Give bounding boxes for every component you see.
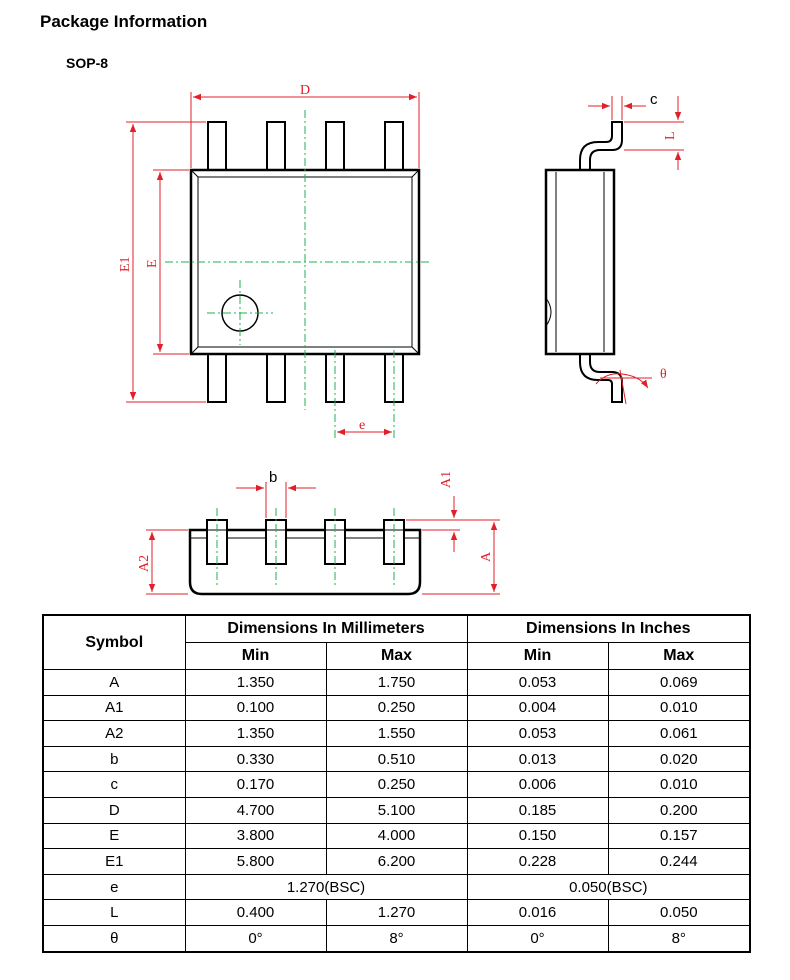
cell-mm-max: 1.270 xyxy=(325,899,468,926)
label-e: e xyxy=(359,418,365,433)
cell-symbol: b xyxy=(42,745,186,773)
package-drawing: D E1 E e c xyxy=(118,83,684,596)
front-view: b A1 A A2 xyxy=(137,469,500,596)
cell-mm-max: 6.200 xyxy=(325,848,468,875)
table-row: b 0.330 0.510 0.013 0.020 xyxy=(42,745,751,773)
package-name: SOP-8 xyxy=(66,55,109,71)
cell-mm-bsc: 1.270(BSC) xyxy=(184,873,468,901)
cell-in-min: 0.016 xyxy=(466,899,609,926)
cell-in-min: 0.053 xyxy=(466,669,609,696)
cell-in-max: 0.050 xyxy=(607,899,751,926)
table-row: c 0.170 0.250 0.006 0.010 xyxy=(42,771,751,798)
cell-symbol: E1 xyxy=(42,848,186,875)
cell-in-max: 8° xyxy=(607,924,751,953)
label-b: b xyxy=(269,469,277,486)
cell-in-min: 0.228 xyxy=(466,848,609,875)
cell-in-max: 0.020 xyxy=(607,745,751,773)
cell-in-max: 0.200 xyxy=(607,796,751,824)
table-row: E 3.800 4.000 0.150 0.157 xyxy=(42,822,751,850)
cell-symbol: e xyxy=(42,873,186,901)
table-row: A1 0.100 0.250 0.004 0.010 xyxy=(42,694,751,722)
label-E1: E1 xyxy=(118,256,133,272)
label-A: A xyxy=(479,551,494,562)
cell-mm-max: 0.510 xyxy=(325,745,468,773)
cell-mm-min: 0.100 xyxy=(184,694,327,722)
header-in-min: Min xyxy=(466,642,609,670)
cell-mm-min: 0.400 xyxy=(184,899,327,926)
cell-mm-max: 0.250 xyxy=(325,771,468,798)
cell-symbol: θ xyxy=(42,924,186,953)
header-mm: Dimensions In Millimeters xyxy=(184,614,468,643)
cell-mm-max: 5.100 xyxy=(325,796,468,824)
cell-in-max: 0.069 xyxy=(607,669,751,696)
cell-mm-min: 1.350 xyxy=(184,720,327,747)
header-mm-max: Max xyxy=(325,642,468,670)
cell-symbol: A xyxy=(42,669,186,696)
top-view: D E1 E e xyxy=(118,83,432,440)
table-row: θ 0° 8° 0° 8° xyxy=(42,924,751,953)
cell-mm-min: 0° xyxy=(184,924,327,953)
table-row: D 4.700 5.100 0.185 0.200 xyxy=(42,796,751,824)
cell-mm-max: 1.750 xyxy=(325,669,468,696)
label-A2: A2 xyxy=(137,555,152,572)
header-mm-min: Min xyxy=(184,642,327,670)
table-row: A2 1.350 1.550 0.053 0.061 xyxy=(42,720,751,747)
cell-mm-max: 1.550 xyxy=(325,720,468,747)
cell-in-min: 0.013 xyxy=(466,745,609,773)
side-view: c L θ xyxy=(544,91,684,405)
header-inches: Dimensions In Inches xyxy=(466,614,751,643)
cell-mm-min: 3.800 xyxy=(184,822,327,850)
cell-in-min: 0° xyxy=(466,924,609,953)
cell-mm-min: 0.170 xyxy=(184,771,327,798)
cell-mm-min: 0.330 xyxy=(184,745,327,773)
cell-in-max: 0.157 xyxy=(607,822,751,850)
cell-symbol: c xyxy=(42,771,186,798)
cell-in-min: 0.150 xyxy=(466,822,609,850)
cell-in-max: 0.010 xyxy=(607,771,751,798)
header-symbol: Symbol xyxy=(42,614,186,670)
cell-in-min: 0.006 xyxy=(466,771,609,798)
label-L: L xyxy=(663,131,678,140)
table-row: A 1.350 1.750 0.053 0.069 xyxy=(42,669,751,696)
cell-mm-max: 8° xyxy=(325,924,468,953)
cell-in-min: 0.053 xyxy=(466,720,609,747)
header-in-max: Max xyxy=(607,642,751,670)
cell-mm-min: 1.350 xyxy=(184,669,327,696)
label-E: E xyxy=(145,259,160,268)
cell-in-max: 0.061 xyxy=(607,720,751,747)
table-row: L 0.400 1.270 0.016 0.050 xyxy=(42,899,751,926)
label-D: D xyxy=(300,83,310,98)
cell-in-min: 0.185 xyxy=(466,796,609,824)
cell-in-max: 0.010 xyxy=(607,694,751,722)
cell-mm-min: 4.700 xyxy=(184,796,327,824)
label-A1: A1 xyxy=(439,471,454,488)
cell-symbol: A1 xyxy=(42,694,186,722)
cell-in-min: 0.004 xyxy=(466,694,609,722)
label-c: c xyxy=(650,91,658,108)
page-title: Package Information xyxy=(40,12,208,31)
cell-mm-max: 4.000 xyxy=(325,822,468,850)
cell-mm-min: 5.800 xyxy=(184,848,327,875)
cell-symbol: L xyxy=(42,899,186,926)
cell-symbol: A2 xyxy=(42,720,186,747)
cell-in-bsc: 0.050(BSC) xyxy=(466,873,751,901)
cell-in-max: 0.244 xyxy=(607,848,751,875)
cell-symbol: D xyxy=(42,796,186,824)
cell-mm-max: 0.250 xyxy=(325,694,468,722)
dimensions-table: Symbol Dimensions In Millimeters Dimensi… xyxy=(42,614,752,953)
table-row: e 1.270(BSC) 0.050(BSC) xyxy=(42,873,751,901)
cell-symbol: E xyxy=(42,822,186,850)
label-theta: θ xyxy=(660,367,667,382)
table-row: E1 5.800 6.200 0.228 0.244 xyxy=(42,848,751,875)
